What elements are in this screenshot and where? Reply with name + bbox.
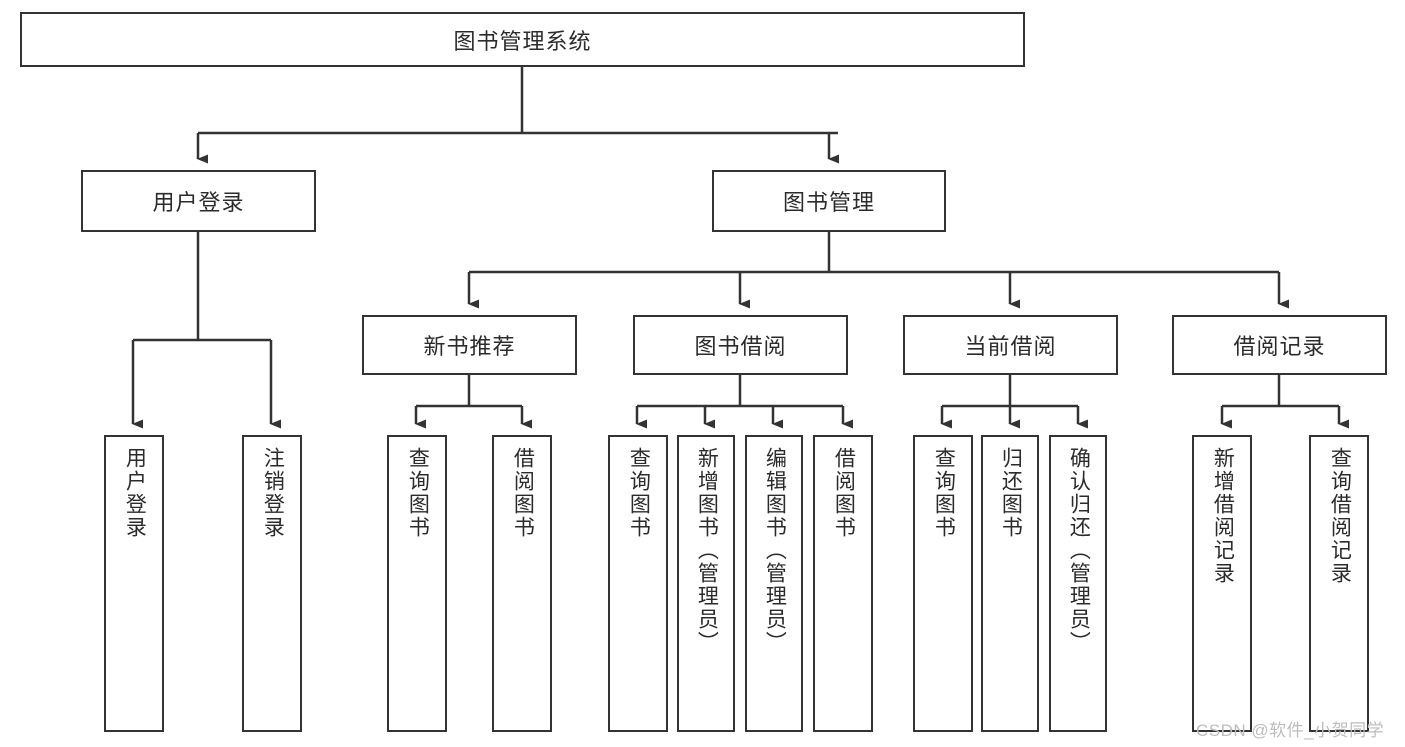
leaf-query-book-borrow-label: 查询图书 bbox=[627, 447, 651, 539]
leaf-borrow-book-recommend[interactable]: 借阅图书 bbox=[492, 435, 552, 732]
leaf-borrow-book[interactable]: 借阅图书 bbox=[813, 435, 873, 732]
leaf-add-book-admin-label: 新增图书（管理员） bbox=[695, 447, 719, 654]
leaf-query-book-current-label: 查询图书 bbox=[932, 447, 956, 539]
leaf-logout-label: 注销登录 bbox=[261, 447, 285, 539]
leaf-return-book-label: 归还图书 bbox=[999, 447, 1023, 539]
node-root[interactable]: 图书管理系统 bbox=[20, 12, 1025, 67]
leaf-edit-book-admin-label: 编辑图书（管理员） bbox=[763, 447, 787, 654]
leaf-add-borrow-record[interactable]: 新增借阅记录 bbox=[1192, 435, 1252, 732]
leaf-query-book-recommend-label: 查询图书 bbox=[406, 447, 430, 539]
node-borrow-records-label: 借阅记录 bbox=[1233, 334, 1326, 359]
node-new-book-recommend-label: 新书推荐 bbox=[423, 334, 516, 359]
leaf-edit-book-admin[interactable]: 编辑图书（管理员） bbox=[745, 435, 803, 732]
leaf-add-borrow-record-label: 新增借阅记录 bbox=[1211, 447, 1235, 585]
leaf-query-book-borrow[interactable]: 查询图书 bbox=[608, 435, 668, 732]
leaf-confirm-return-admin[interactable]: 确认归还（管理员） bbox=[1049, 435, 1107, 732]
node-book-borrow[interactable]: 图书借阅 bbox=[633, 315, 848, 375]
leaf-user-login[interactable]: 用户登录 bbox=[104, 435, 164, 732]
node-book-management[interactable]: 图书管理 bbox=[712, 170, 946, 232]
node-root-label: 图书管理系统 bbox=[453, 28, 592, 54]
node-borrow-records[interactable]: 借阅记录 bbox=[1172, 315, 1387, 375]
leaf-query-borrow-record[interactable]: 查询借阅记录 bbox=[1309, 435, 1369, 732]
leaf-query-borrow-record-label: 查询借阅记录 bbox=[1328, 447, 1352, 585]
leaf-return-book[interactable]: 归还图书 bbox=[981, 435, 1039, 732]
leaf-query-book-current[interactable]: 查询图书 bbox=[913, 435, 973, 732]
node-current-borrow-label: 当前借阅 bbox=[964, 334, 1057, 359]
node-current-borrow[interactable]: 当前借阅 bbox=[903, 315, 1118, 375]
leaf-logout[interactable]: 注销登录 bbox=[242, 435, 302, 732]
leaf-borrow-book-recommend-label: 借阅图书 bbox=[511, 447, 535, 539]
leaf-query-book-recommend[interactable]: 查询图书 bbox=[387, 435, 447, 732]
leaf-add-book-admin[interactable]: 新增图书（管理员） bbox=[677, 435, 735, 732]
node-user-login[interactable]: 用户登录 bbox=[81, 170, 316, 232]
leaf-borrow-book-label: 借阅图书 bbox=[832, 447, 856, 539]
leaf-confirm-return-admin-label: 确认归还（管理员） bbox=[1067, 447, 1091, 654]
node-book-management-label: 图书管理 bbox=[782, 190, 875, 215]
leaf-user-login-label: 用户登录 bbox=[123, 447, 147, 539]
node-book-borrow-label: 图书借阅 bbox=[694, 334, 787, 359]
node-new-book-recommend[interactable]: 新书推荐 bbox=[362, 315, 577, 375]
node-user-login-label: 用户登录 bbox=[152, 190, 245, 215]
